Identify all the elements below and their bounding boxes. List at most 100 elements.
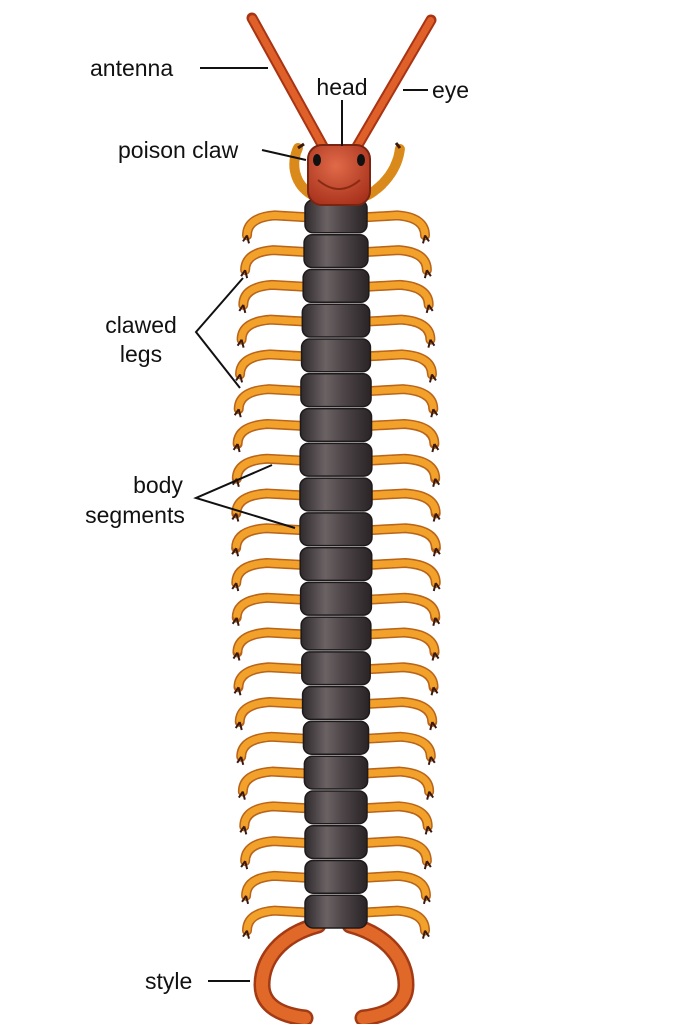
body-segments-leader — [193, 464, 296, 529]
leg-joint — [239, 281, 311, 309]
leg-claw-icon — [429, 721, 438, 731]
style-legs — [253, 916, 415, 1024]
leg-claw-icon — [233, 408, 242, 418]
leg-claw-icon — [422, 895, 431, 905]
label-clawed-legs-1: clawed — [105, 312, 177, 338]
label-poison-claw: poison claw — [118, 137, 239, 163]
leg-joint — [236, 350, 310, 378]
leg-joint — [364, 524, 440, 552]
leg-joint — [359, 872, 430, 900]
leg-claw-icon — [422, 234, 430, 244]
leg-joint — [360, 246, 431, 274]
label-body-segments-1: body — [133, 472, 183, 498]
leg-claw-icon — [239, 825, 248, 835]
leg-claw-icon — [430, 408, 439, 418]
leg-claw-icon — [242, 930, 250, 939]
leg-claw-icon — [240, 269, 249, 279]
leg-joint — [234, 420, 308, 448]
leg-joint — [361, 733, 435, 761]
leg-claw-icon — [426, 791, 434, 800]
body-segment — [299, 407, 373, 443]
body-segment — [299, 477, 373, 512]
leg-joint — [364, 559, 440, 587]
leg-claw-icon — [430, 686, 439, 696]
clawed-legs-leader — [194, 277, 244, 389]
leg-joint — [235, 385, 309, 413]
leg-joint — [362, 663, 438, 691]
leg-claw-icon — [234, 721, 243, 731]
leg-joint — [243, 211, 313, 239]
leg-claw-icon — [428, 373, 437, 383]
body-segment — [302, 268, 370, 304]
body-segment — [300, 616, 372, 651]
leg-joint — [360, 768, 433, 796]
leg-joint — [233, 594, 309, 622]
leg-claw-icon — [240, 860, 249, 870]
eye-left — [313, 154, 321, 166]
leg-claw-icon — [241, 895, 250, 905]
head — [307, 144, 371, 206]
leg-claw-icon — [432, 582, 441, 592]
antennae — [246, 12, 437, 156]
body-segment — [299, 546, 373, 582]
leg-joint — [363, 594, 439, 622]
leg-joint — [233, 629, 309, 657]
leg-joint — [364, 489, 440, 517]
leg-claw-icon — [431, 443, 440, 453]
leg-joint — [359, 907, 429, 935]
eye-right — [357, 154, 365, 166]
leg-joint — [240, 802, 313, 830]
leg-joint — [361, 281, 433, 309]
leg-joint — [364, 455, 439, 483]
leg-joint — [234, 663, 310, 691]
leg-joint — [359, 211, 429, 239]
body-segment — [302, 720, 370, 755]
leg-joint — [364, 420, 438, 448]
label-head: head — [316, 74, 367, 100]
leg-claw-icon — [238, 791, 246, 800]
leg-joint — [363, 385, 437, 413]
leg-claw-icon — [242, 234, 250, 244]
leg-claw-icon — [427, 339, 436, 348]
leg-joint — [359, 802, 432, 830]
leg-claw-icon — [238, 304, 247, 314]
leg-joint — [241, 246, 312, 274]
poison-claw-leader — [261, 149, 307, 161]
body-segment — [304, 824, 368, 860]
body-segment — [301, 303, 371, 338]
leg-joint — [359, 837, 431, 865]
leg-claw-icon — [425, 304, 434, 314]
leg-claw-icon — [423, 269, 432, 279]
body-segment — [303, 755, 369, 790]
label-body-segments-2: segments — [85, 502, 185, 528]
leg-claw-icon — [427, 756, 436, 766]
leg-claw-icon — [231, 617, 240, 627]
leg-joint — [233, 455, 308, 483]
body-segment — [299, 581, 373, 616]
leg-joint — [236, 698, 311, 726]
leg-joint — [241, 837, 313, 865]
leg-claw-icon — [424, 825, 433, 835]
body-segment — [303, 234, 369, 269]
leg-claw-icon — [431, 651, 440, 661]
leg-claw-icon — [236, 756, 245, 766]
leg-joint — [363, 629, 439, 657]
body-segment — [300, 373, 372, 408]
leg-claw-icon — [231, 547, 240, 557]
body-segment — [301, 651, 371, 686]
body-segment — [304, 790, 368, 825]
leg-joint — [238, 316, 310, 344]
body-segment — [299, 442, 373, 477]
leg-joint — [232, 559, 308, 587]
leg-claw-icon — [232, 443, 241, 453]
leg-joint — [243, 907, 313, 935]
leg-claw-icon — [432, 512, 441, 522]
leg-joint — [232, 524, 308, 552]
leg-claw-icon — [422, 930, 430, 939]
label-eye: eye — [432, 77, 469, 103]
leg-joint — [242, 872, 313, 900]
leg-joint — [362, 350, 436, 378]
leg-claw-icon — [432, 478, 441, 487]
label-clawed-legs-2: legs — [120, 341, 162, 367]
